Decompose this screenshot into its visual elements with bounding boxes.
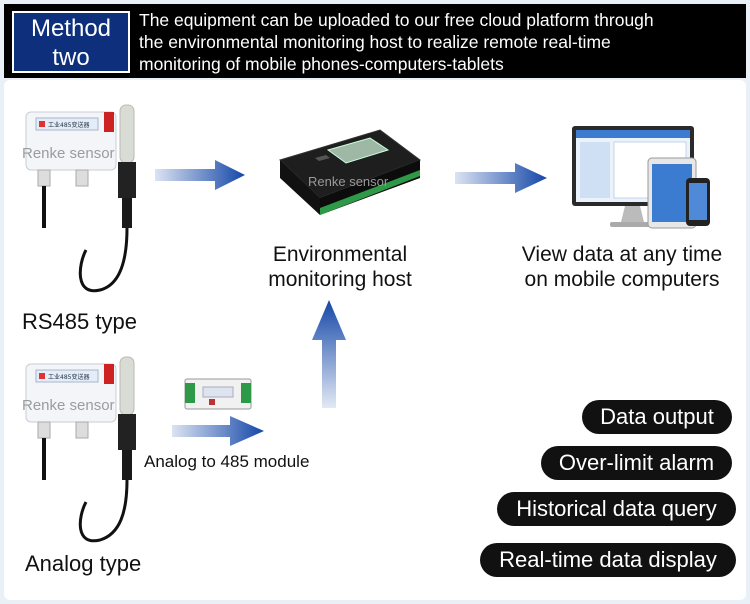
analog-sensor-image: 工业485变送器 Renke sensor xyxy=(22,356,136,543)
header-line-1: The equipment can be uploaded to our fre… xyxy=(139,10,654,30)
devices-image xyxy=(572,126,710,229)
view-data-line2: on mobile computers xyxy=(524,268,720,291)
coiled-cable xyxy=(78,227,129,293)
header-description: The equipment can be uploaded to our fre… xyxy=(139,9,739,75)
feature-data-output: Data output xyxy=(582,400,732,434)
arrow-right-icon xyxy=(172,416,264,446)
module-terminal-left xyxy=(185,383,195,403)
module-label xyxy=(202,386,234,398)
cable-gland-right xyxy=(75,421,89,439)
probe-connector xyxy=(118,414,136,450)
host-side xyxy=(280,160,320,215)
host-terminal-block xyxy=(320,170,420,215)
module-label: Analog to 485 module xyxy=(144,452,310,471)
host-label-line2: monitoring host xyxy=(268,268,412,291)
host-button xyxy=(315,155,330,161)
header-line-2: the environmental monitoring host to rea… xyxy=(139,32,611,52)
arrow-right-icon xyxy=(155,160,245,190)
sensor-logo-icon xyxy=(39,373,45,379)
method-label-line1: Method xyxy=(30,15,112,42)
watermark-text: Renke sensor xyxy=(22,145,115,162)
host-display xyxy=(326,137,390,164)
screen-titlebar xyxy=(576,130,690,138)
screen-sidebar xyxy=(580,142,610,198)
sensor-logo-icon xyxy=(39,121,45,127)
tablet-screen xyxy=(652,164,692,222)
module-terminal-right xyxy=(241,383,251,403)
view-data-line1: View data at any time xyxy=(521,243,723,266)
monitor-stand xyxy=(621,206,644,222)
cable-gland-left xyxy=(37,169,51,187)
arrow-up-icon xyxy=(312,300,346,408)
arrow-module-to-host xyxy=(312,300,346,408)
analog-type-label: Analog type xyxy=(25,551,142,576)
coiled-cable xyxy=(78,479,129,543)
header-bar: Method two The equipment can be uploaded… xyxy=(4,4,746,78)
arrow-host-to-devices xyxy=(455,163,547,193)
monitoring-host-image: Renke sensor xyxy=(279,129,422,215)
view-data-label: View data at any time on mobile computer… xyxy=(498,242,746,292)
cable-gland-left xyxy=(37,421,51,439)
arrow-sensor-to-host xyxy=(155,160,245,190)
rs485-type-label: RS485 type xyxy=(22,309,137,334)
sensor-probe xyxy=(119,356,135,416)
host-label-line1: Environmental xyxy=(272,243,408,266)
watermark-text: Renke sensor xyxy=(22,397,115,414)
feature-real-time-data-display: Real-time data display xyxy=(480,543,736,577)
module-image xyxy=(184,378,252,410)
method-label-line2: two xyxy=(52,44,90,71)
host-label: Environmental monitoring host xyxy=(250,242,430,292)
watermark-text: Renke sensor xyxy=(308,174,389,189)
arrow-right-icon xyxy=(455,163,547,193)
sensor-probe xyxy=(119,104,135,164)
feature-over-limit-alarm: Over-limit alarm xyxy=(541,446,732,480)
probe-cable xyxy=(122,198,132,228)
probe-cable xyxy=(122,450,132,480)
sensor-plate xyxy=(35,117,99,131)
sensor-stripe xyxy=(104,364,114,384)
feature-historical-data-query: Historical data query xyxy=(497,492,736,526)
sensor-plate-text: 工业485变送器 xyxy=(48,373,89,381)
phone-screen xyxy=(689,183,707,220)
probe-connector xyxy=(118,162,136,198)
sensor-stripe xyxy=(104,112,114,132)
sensor-plate xyxy=(35,369,99,383)
arrow-analog-to-module xyxy=(172,416,264,446)
rs485-sensor-image: 工业485变送器 Renke sensor xyxy=(22,104,136,293)
module-logo-icon xyxy=(209,399,215,405)
header-line-3: monitoring of mobile phones-computers-ta… xyxy=(139,54,504,74)
method-badge: Method two xyxy=(12,11,130,73)
sensor-plate-text: 工业485变送器 xyxy=(48,121,89,129)
monitor-base xyxy=(610,222,656,227)
cable-gland-right xyxy=(75,169,89,187)
